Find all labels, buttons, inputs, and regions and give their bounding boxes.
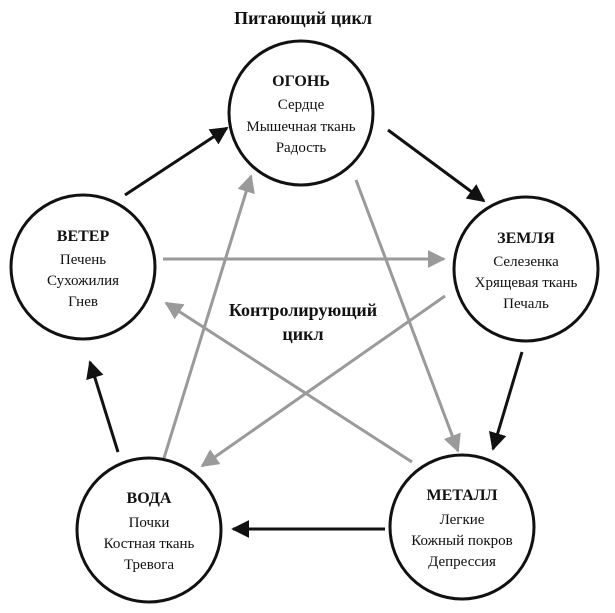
node-earth-name: ЗЕМЛЯ bbox=[497, 230, 555, 247]
feed-arrow-fire-earth bbox=[387, 128, 486, 203]
node-earth-line-3: Печаль bbox=[503, 296, 549, 312]
feed-arrow-wind-fire bbox=[124, 126, 229, 197]
control-arrow-metal-wind bbox=[164, 301, 413, 464]
feed-arrow-water-wind bbox=[86, 360, 120, 453]
node-water-circle bbox=[75, 456, 223, 604]
node-metal: МЕТАЛЛ Легкие Кожный покров Депрессия bbox=[388, 453, 536, 601]
node-wind-line-1: Печень bbox=[60, 252, 106, 268]
node-metal-circle bbox=[388, 453, 536, 601]
node-fire-circle bbox=[227, 39, 375, 187]
node-earth-line-1: Селезенка bbox=[493, 254, 559, 270]
node-fire-name: ОГОНЬ bbox=[272, 73, 330, 90]
node-metal-line-1: Легкие bbox=[440, 512, 485, 528]
node-fire-line-2: Мышечная ткань bbox=[246, 119, 355, 135]
feeding-cycle-title: Питающий цикл bbox=[234, 8, 372, 28]
node-metal-name: МЕТАЛЛ bbox=[426, 487, 497, 504]
node-earth-line-2: Хрящевая ткань bbox=[475, 275, 578, 291]
node-metal-line-2: Кожный покров bbox=[411, 533, 513, 549]
controlling-cycle-title-line1: Контролирующий bbox=[229, 300, 377, 320]
node-water-line-3: Тревога bbox=[124, 557, 174, 573]
node-wind: ВЕТЕР Печень Сухожилия Гнев bbox=[9, 193, 157, 341]
node-water-line-2: Костная ткань bbox=[104, 536, 195, 552]
node-earth: ЗЕМЛЯ Селезенка Хрящевая ткань Печаль bbox=[452, 195, 600, 343]
node-water-name: ВОДА bbox=[127, 490, 172, 507]
node-fire-line-3: Радость bbox=[276, 140, 327, 156]
node-water-line-1: Почки bbox=[129, 515, 170, 531]
control-arrow-water-fire bbox=[162, 174, 255, 459]
controlling-cycle-title-line2: цикл bbox=[282, 324, 323, 344]
node-wind-name: ВЕТЕР bbox=[57, 228, 110, 245]
node-wind-line-3: Гнев bbox=[68, 294, 98, 310]
node-wind-circle bbox=[9, 193, 157, 341]
node-earth-circle bbox=[452, 195, 600, 343]
control-arrow-earth-water bbox=[200, 294, 446, 468]
feed-arrow-earth-metal bbox=[489, 351, 524, 451]
control-arrow-fire-metal bbox=[354, 179, 461, 453]
node-metal-line-3: Депрессия bbox=[428, 554, 496, 570]
node-wind-line-2: Сухожилия bbox=[47, 273, 119, 289]
node-fire: ОГОНЬ Сердце Мышечная ткань Радость bbox=[227, 39, 375, 187]
node-water: ВОДА Почки Костная ткань Тревога bbox=[75, 456, 223, 604]
node-fire-line-1: Сердце bbox=[278, 97, 325, 113]
